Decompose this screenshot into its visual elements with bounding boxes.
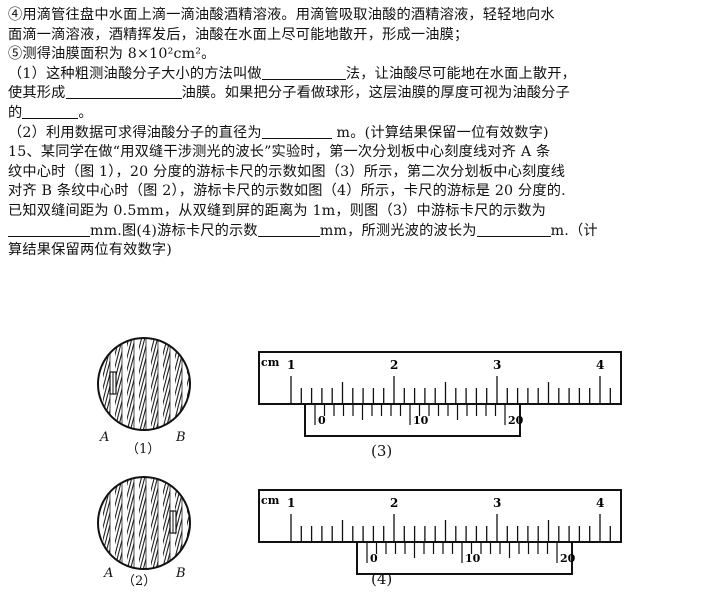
main-scale-unit: cm [261,494,280,507]
answer-blank[interactable] [257,222,320,237]
fringe-outline [97,476,191,570]
main-scale-number: 1 [287,358,295,372]
fig2-label-b: B [176,566,186,581]
text-run: 已知双缝间距为 0.5mm，从双缝到屏的距离为 1m，则图（3）中游标卡尺的示数… [8,202,547,219]
text-run: （2）利用数据可求得油酸分子的直径为 [8,124,262,141]
text-run: 油膜。如果把分子看做球形，这层油膜的厚度可视为油酸分子 [181,85,571,102]
text-line: 面滴一滴溶液，酒精挥发后，油酸在水面上尽可能地散开，形成一油膜； [8,26,720,46]
fringe-group [98,338,190,430]
main-scale-number: 2 [390,358,398,372]
fringe-light-band [182,477,187,569]
fringe-light-band [134,338,139,430]
question-text: ④用滴管往盘中水面上滴一滴油酸酒精溶液。用滴管吸取油酸的酒精溶液，轻轻地向水面滴… [8,6,720,261]
caliper-figure-4: cm 1 2 3 4 0 10 20 [258,489,622,575]
fringe-light-band [98,477,103,569]
main-scale-number: 4 [596,496,604,510]
fringe-light-band [122,477,127,569]
fringe-light-band [182,338,187,430]
caliper4-caption: (4) [371,570,393,588]
text-run: 的 [8,104,23,121]
fig2-label-a: A [104,566,114,581]
text-run: ⑤测得油膜面积为 8×10²cm²。 [8,46,216,63]
vernier-number: 0 [318,414,326,427]
fringe-light-band [158,338,163,430]
text-line: mm.图(4)游标卡尺的示数 mm，所测光波的波长为 m.（计 [8,222,720,242]
answer-blank[interactable] [8,222,90,237]
fringe-light-band [170,338,175,430]
main-scale-number: 3 [493,358,501,372]
fig2-caption: （2） [122,574,157,589]
vernier-number: 20 [560,552,576,565]
answer-blank[interactable] [261,124,332,139]
text-run: mm.图(4)游标卡尺的示数 [90,222,258,239]
fringe-light-band [122,338,127,430]
text-run: 对齐 B 条纹中心时（图 2），游标卡尺的示数如图（4）所示，卡尺的游标是 20… [8,183,566,200]
fringe-light-band [134,477,139,569]
fig1-label-b: B [176,430,186,445]
text-line: 15、某同学在做“用双缝干涉测光的波长”实验时，第一次分划板中心刻度线对齐 A … [8,143,720,163]
fringe-figure-2 [97,476,191,570]
text-run: （1）这种粗测油酸分子大小的方法叫做 [8,65,262,82]
main-scale-unit: cm [261,356,280,369]
fringe-light-band [98,338,103,430]
text-run: 法，让油酸尽可能地在水面上散开， [345,65,577,82]
main-scale-body [258,351,622,405]
answer-blank[interactable] [22,104,79,119]
vernier-number: 10 [465,552,481,565]
answer-blank[interactable] [261,65,346,80]
text-line: 算结果保留两位有效数字) [8,241,720,261]
text-line: 使其形成 油膜。如果把分子看做球形，这层油膜的厚度可视为油酸分子 [8,84,720,104]
fringe-outline [97,337,191,431]
text-run: ④用滴管往盘中水面上滴一滴油酸酒精溶液。用滴管吸取油酸的酒精溶液，轻轻地向水 [8,7,555,23]
text-run: 使其形成 [8,85,66,102]
main-scale-number: 1 [287,496,295,510]
main-scale-number: 4 [596,358,604,372]
text-run: 算结果保留两位有效数字) [8,242,172,259]
answer-blank[interactable] [476,222,551,237]
text-line: 的。 [8,104,720,124]
text-run: 纹中心时（图 1），20 分度的游标卡尺的示数如图（3）所示，第二次分划板中心刻… [8,163,566,180]
vernier-number: 20 [508,414,524,427]
text-run: m.（计 [550,222,598,239]
vernier-number: 0 [370,552,378,565]
main-scale-number: 2 [390,496,398,510]
vernier-body [304,403,521,437]
text-line: 纹中心时（图 1），20 分度的游标卡尺的示数如图（3）所示，第二次分划板中心刻… [8,163,720,183]
text-run: m。(计算结果保留一位有效数字) [331,124,549,141]
main-scale-number: 3 [493,496,501,510]
fringe-light-band [110,477,115,569]
text-run: 15、某同学在做“用双缝干涉测光的波长”实验时，第一次分划板中心刻度线对齐 A … [8,144,551,161]
fringe-light-band [146,338,151,430]
fringe-figure-1 [97,337,191,431]
text-line: ⑤测得油膜面积为 8×10²cm²。 [8,45,720,65]
answer-blank[interactable] [65,84,182,100]
figures-area: A B （1） A B （2） cm 1 2 3 4 0 10 20 (3) cm 1 2 3 4 0 1… [0,322,727,608]
fig1-label-a: A [100,430,110,445]
text-line: 对齐 B 条纹中心时（图 2），游标卡尺的示数如图（4）所示，卡尺的游标是 20… [8,182,720,202]
vernier-number: 10 [413,414,429,427]
fringe-group [98,477,190,569]
text-line: 已知双缝间距为 0.5mm，从双缝到屏的距离为 1m，则图（3）中游标卡尺的示数… [8,202,720,222]
caliper-figure-3: cm 1 2 3 4 0 10 20 [258,351,622,437]
main-scale-body [258,489,622,543]
caliper3-caption: (3) [371,442,393,460]
fringe-light-band [146,477,151,569]
text-run: 面滴一滴溶液，酒精挥发后，油酸在水面上尽可能地散开，形成一油膜； [8,26,469,43]
text-line: （1）这种粗测油酸分子大小的方法叫做 法，让油酸尽可能地在水面上散开， [8,65,720,85]
text-line: ④用滴管往盘中水面上滴一滴油酸酒精溶液。用滴管吸取油酸的酒精溶液，轻轻地向水 [8,6,720,26]
text-run: mm，所测光波的波长为 [319,222,477,239]
text-line: （2）利用数据可求得油酸分子的直径为 m。(计算结果保留一位有效数字) [8,124,720,144]
fig1-caption: （1） [126,442,161,457]
vernier-body [356,541,573,575]
text-run: 。 [78,104,93,121]
fringe-light-band [158,477,163,569]
